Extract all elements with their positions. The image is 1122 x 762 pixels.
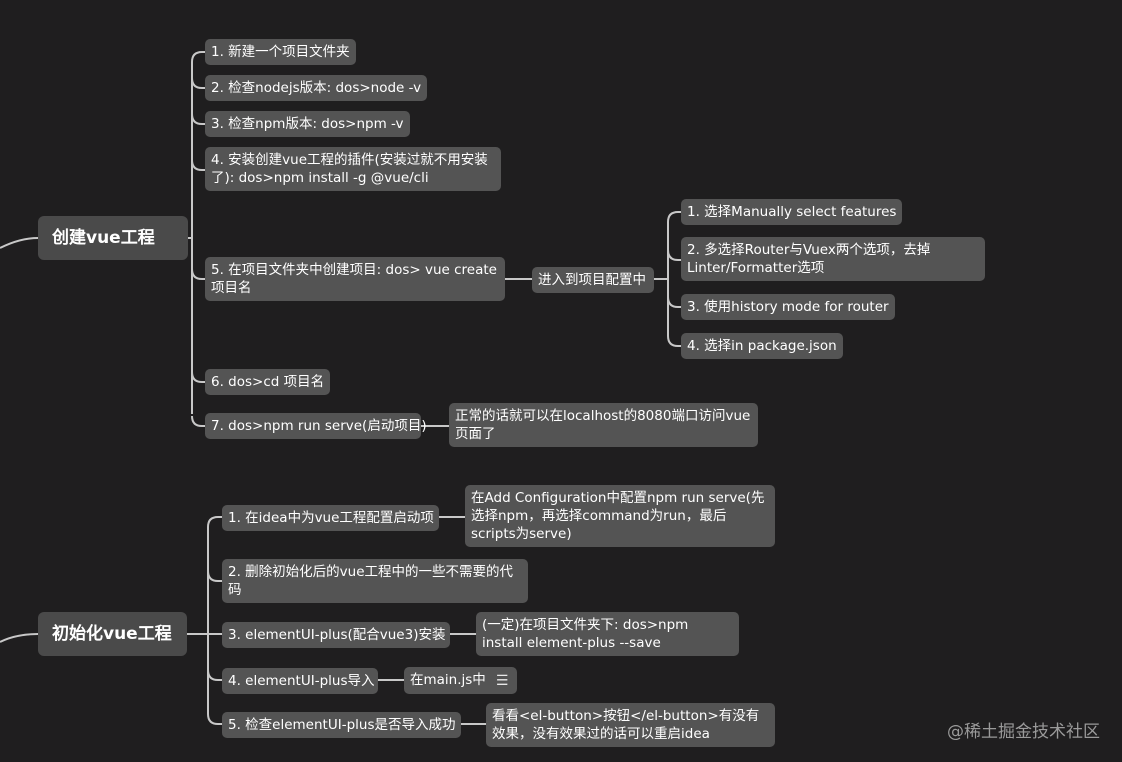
create-step-4[interactable]: 4. 安装创建vue工程的插件(安装过就不用安装了): dos>npm inst… xyxy=(205,147,501,191)
create-step-6[interactable]: 6. dos>cd 项目名 xyxy=(205,369,331,395)
create-step-7[interactable]: 7. dos>npm run serve(启动项目) xyxy=(205,413,427,439)
init-note-1[interactable]: 在Add Configuration中配置npm run serve(先选择np… xyxy=(465,485,775,547)
config-option-4[interactable]: 4. 选择in package.json xyxy=(681,333,843,359)
init-note-2[interactable]: (一定)在项目文件夹下: dos>npm install element-plu… xyxy=(476,612,739,656)
init-note-3[interactable]: 在main.js中 ☰ xyxy=(404,667,517,694)
config-option-3[interactable]: 3. 使用history mode for router xyxy=(681,294,895,320)
create-step-3[interactable]: 3. 检查npm版本: dos>npm -v xyxy=(205,111,410,137)
create-step-5[interactable]: 5. 在项目文件夹中创建项目: dos> vue create 项目名 xyxy=(205,257,505,301)
init-step-1[interactable]: 1. 在idea中为vue工程配置启动项 xyxy=(222,505,439,531)
create-step-1[interactable]: 1. 新建一个项目文件夹 xyxy=(205,39,356,65)
create-step-2[interactable]: 2. 检查nodejs版本: dos>node -v xyxy=(205,75,428,101)
serve-note[interactable]: 正常的话就可以在localhost的8080端口访问vue页面了 xyxy=(449,403,758,447)
init-step-4[interactable]: 4. elementUI-plus导入 xyxy=(222,668,378,694)
config-node[interactable]: 进入到项目配置中 xyxy=(532,267,654,293)
notes-icon[interactable]: ☰ xyxy=(495,673,509,689)
init-vue-project-node[interactable]: 初始化vue工程 xyxy=(38,612,187,656)
init-step-5[interactable]: 5. 检查elementUI-plus是否导入成功 xyxy=(222,712,461,738)
config-option-2[interactable]: 2. 多选择Router与Vuex两个选项，去掉Linter/Formatter… xyxy=(681,237,985,281)
init-note-3-label: 在main.js中 xyxy=(410,672,486,688)
init-note-4[interactable]: 看看<el-button>按钮</el-button>有没有效果，没有效果过的话… xyxy=(486,703,775,747)
config-option-1[interactable]: 1. 选择Manually select features xyxy=(681,199,903,225)
init-step-2[interactable]: 2. 删除初始化后的vue工程中的一些不需要的代码 xyxy=(222,559,528,603)
create-vue-project-node[interactable]: 创建vue工程 xyxy=(38,216,188,260)
init-step-3[interactable]: 3. elementUI-plus(配合vue3)安装 xyxy=(222,622,450,648)
watermark: @稀土掘金技术社区 xyxy=(947,722,1100,742)
